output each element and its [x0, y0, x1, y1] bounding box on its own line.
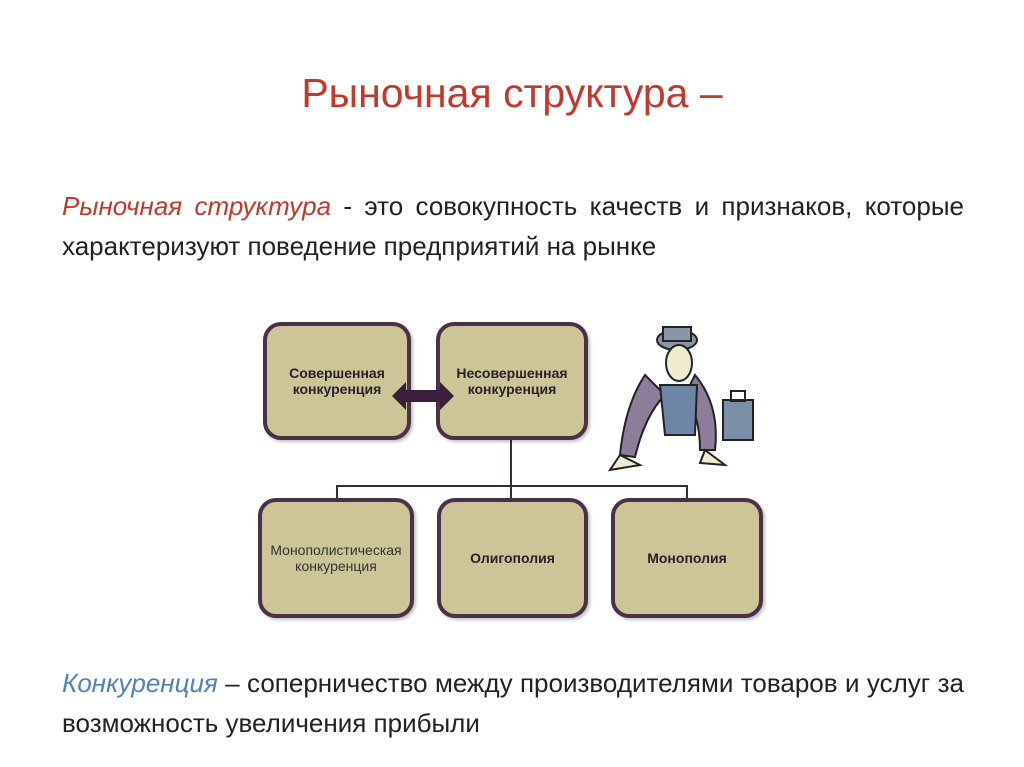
slide-title: Рыночная структура – — [301, 70, 723, 116]
connector-vertical — [510, 440, 512, 487]
box-monopolistic-competition: Монополистическая конкуренция — [258, 498, 414, 618]
double-arrow-icon — [392, 382, 454, 410]
box-monopoly: Монополия — [611, 498, 763, 618]
connector-horizontal — [336, 485, 688, 487]
definition-paragraph: Рыночная структура - это совокупность ка… — [62, 186, 964, 266]
definition-term: Рыночная структура — [62, 191, 332, 221]
competition-paragraph: Конкуренция – соперничество между произв… — [62, 663, 964, 743]
competition-text: – соперничество между производителями то… — [62, 668, 964, 738]
businessman-illustration — [607, 326, 754, 472]
box-perfect-competition: Совершенная конкуренция — [263, 322, 411, 440]
connector-left — [336, 485, 338, 499]
definition-text: - это совокупность качеств и признаков, … — [62, 191, 964, 261]
connector-right — [686, 485, 688, 499]
box-oligopoly: Олигополия — [437, 498, 588, 618]
box-imperfect-competition: Несовершенная конкуренция — [436, 322, 588, 440]
connector-middle — [510, 485, 512, 499]
competition-term: Конкуренция — [62, 668, 218, 698]
